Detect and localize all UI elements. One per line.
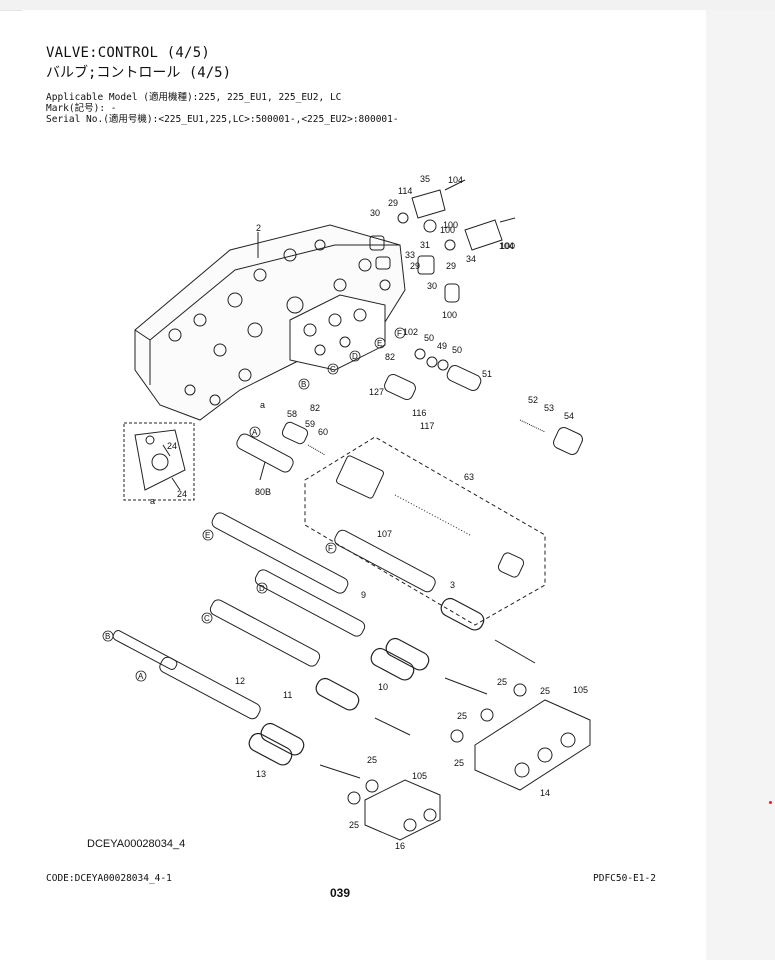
footer-ref: PDFC50-E1-2 [593,873,656,884]
part-label: 12 [235,676,245,686]
part-label: 31 [420,240,430,250]
page-number: 039 [330,886,351,900]
part-label: 25 [454,758,464,768]
part-label: 58 [287,409,297,419]
part-label: 53 [544,403,554,413]
part-label: 14 [540,788,550,798]
part-label: 100 [443,220,458,230]
part-label: 11 [283,690,292,700]
part-label: 82 [385,352,395,362]
circle-letter: A [138,672,144,681]
part-label: 34 [466,254,476,264]
part-label: 105 [412,771,427,781]
part-label: 30 [427,281,437,291]
part-label: 33 [405,250,415,260]
part-label: 29 [410,261,420,271]
part-label: 102 [403,327,418,337]
circle-letter: B [301,380,306,389]
cursor-dot [769,801,772,804]
circle-letter: C [330,365,336,374]
part-label: 50 [424,333,434,343]
part-label: 117 [420,421,434,431]
part-label: 100 [442,310,457,320]
part-label: 51 [482,369,492,379]
part-label: 3 [450,580,455,590]
circle-letter: B [105,632,110,641]
part-label: 104 [499,241,514,251]
part-label: 59 [305,419,315,429]
page-title-en: VALVE:CONTROL (4/5) [46,45,210,61]
serial-number: Serial No.(適用号機):<225_EU1,225,LC>:500001… [46,114,399,125]
part-label: 29 [388,198,398,208]
page-title-jp: バルブ;コントロール (4/5) [46,65,232,81]
part-label: 127 [369,387,384,397]
part-label: 30 [370,208,380,218]
part-label: 49 [437,341,447,351]
circle-letter: D [259,584,265,593]
diagram-code: DCEYA00028034_4 [87,838,186,850]
part-label: 25 [540,686,550,696]
part-label: 100 [500,241,515,251]
part-label: 9 [361,590,366,600]
part-label: 114 [398,186,412,196]
mark-line: Mark(記号): - [46,103,117,114]
part-label: 104 [448,175,463,185]
part-label: 60 [318,427,328,437]
part-label: 116 [412,408,426,418]
footer-code: CODE:DCEYA00028034_4-1 [46,873,172,884]
part-label: 10 [378,682,388,692]
part-label: 50 [452,345,462,355]
part-label: 107 [377,529,392,539]
detail-label: a [150,496,155,506]
part-label: 63 [464,472,474,482]
part-label: 2 [256,223,261,233]
part-label: 100 [440,225,455,235]
circle-letter: F [328,544,333,553]
detail-label: a [260,400,265,410]
part-label: 25 [367,755,377,765]
part-label: 16 [395,841,405,851]
part-label: 25 [457,711,467,721]
viewer-right-gutter [706,10,775,960]
part-label: 105 [573,685,588,695]
part-label: 29 [446,261,456,271]
part-label: 24 [177,489,187,499]
circle-letter: D [352,352,358,361]
part-label: 25 [497,677,507,687]
part-label: 54 [564,411,574,421]
part-label: 35 [420,174,430,184]
part-label: 52 [528,395,538,405]
part-label: 82 [310,403,320,413]
part-label: 13 [256,769,266,779]
part-label: 80B [255,487,271,497]
circle-letter: E [377,339,382,348]
applicable-model: Applicable Model (適用機種):225, 225_EU1, 22… [46,92,342,103]
circle-letter: E [205,531,210,540]
circle-letter: C [204,614,210,623]
circle-letter: F [397,329,402,338]
part-label: 24 [167,441,177,451]
circle-letter: A [252,428,258,437]
part-label: 25 [349,820,359,830]
